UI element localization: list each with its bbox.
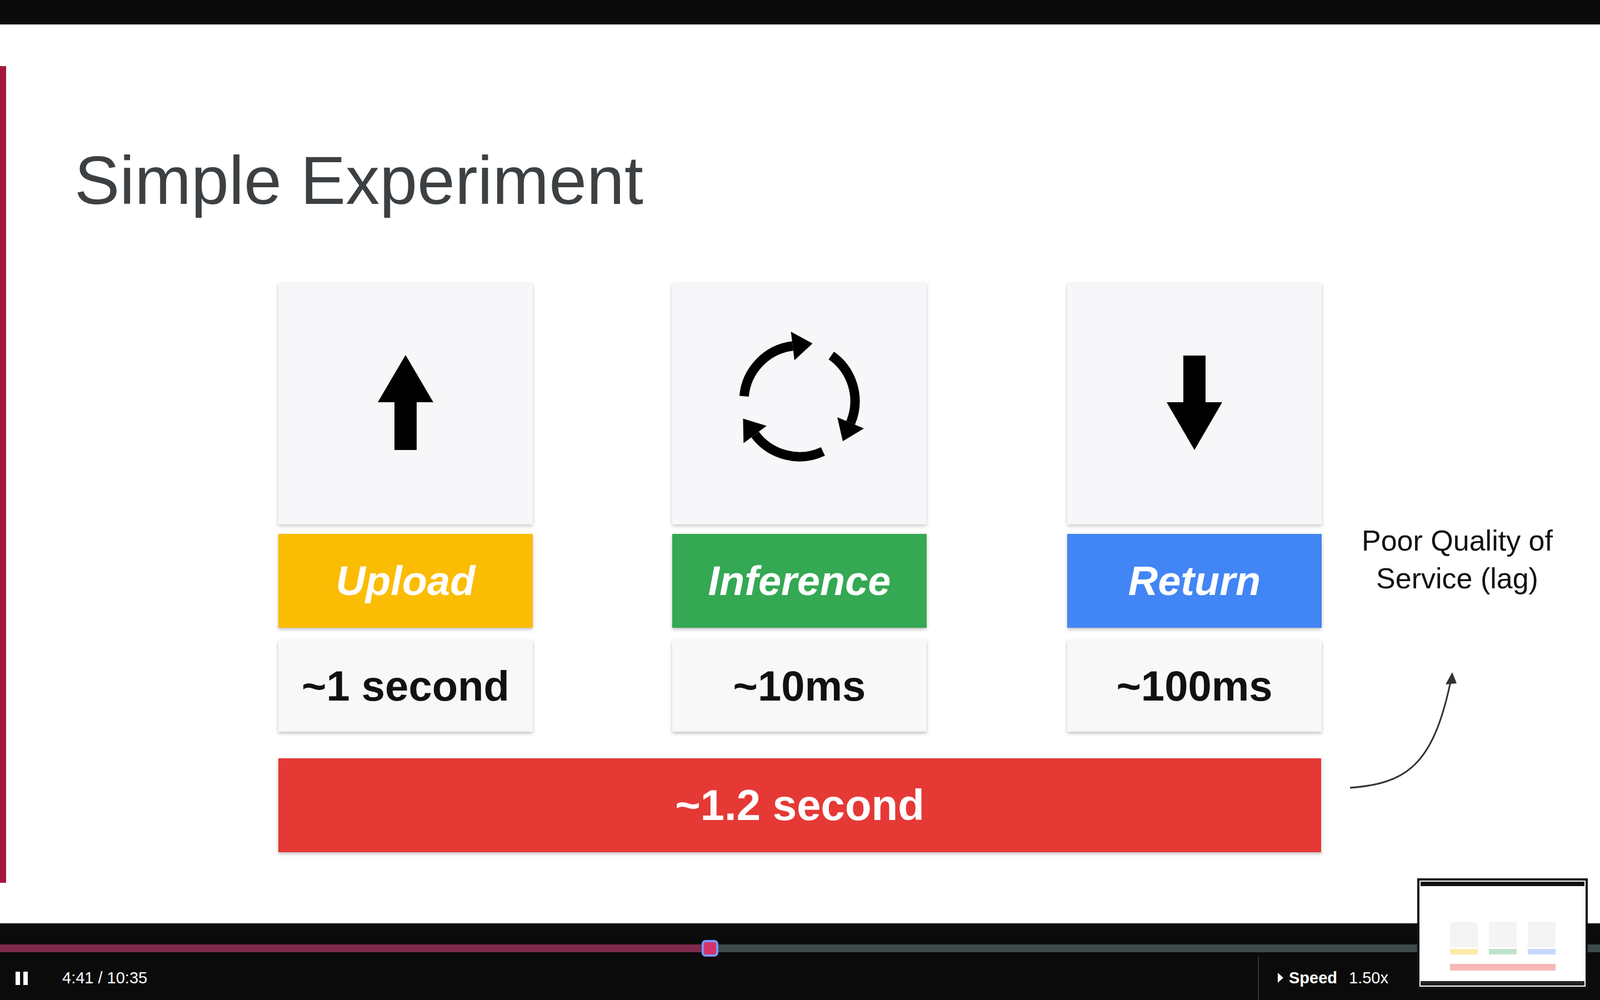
node-text: Inference (707, 557, 891, 605)
leader-line (1350, 678, 1452, 788)
node-text: ~100ms (1116, 661, 1273, 710)
speed-label: Speed (1288, 968, 1338, 988)
thumbnail-box (1488, 948, 1517, 955)
cycle-arrowhead (791, 331, 813, 361)
progress-knob (702, 941, 718, 956)
callout-note: Poor Quality of Service (lag) (1357, 522, 1558, 598)
cycle-arc (755, 434, 823, 457)
node-text: ~10ms (733, 661, 867, 710)
thumbnail-bar (1420, 981, 1585, 986)
total-band: ~1.2 second (278, 758, 1322, 853)
cycle-arc (743, 346, 793, 397)
thumbnail-box (1450, 948, 1478, 955)
progress-played (0, 944, 710, 953)
expand-triangle (1277, 972, 1284, 983)
time-box: ~1 second (278, 640, 533, 732)
thumbnail-box (1527, 922, 1556, 948)
icon-box (278, 282, 533, 525)
progress-track (0, 944, 1600, 953)
separator (1257, 956, 1259, 1000)
preview-thumbnail (1418, 879, 1587, 988)
node-text: Upload (336, 557, 476, 605)
pause-icon (23, 971, 28, 985)
thumbnail-box (1450, 963, 1556, 971)
thumbnail-box (1450, 922, 1478, 948)
accent-strip (0, 66, 7, 883)
cycle-arrowhead (837, 417, 864, 442)
stage-label: Upload (278, 533, 533, 628)
speed-value: 1.50x (1348, 968, 1389, 988)
cycle-arc (831, 355, 855, 423)
down-arrow-icon (1166, 355, 1223, 450)
leader-arrowhead (1445, 672, 1457, 685)
thumbnail-box (1488, 922, 1517, 948)
node-text: ~1 second (301, 661, 510, 710)
pause-icon (15, 971, 20, 985)
node-text: Return (1128, 557, 1261, 605)
slide-title: Simple Experiment (74, 143, 644, 218)
node-text: ~1.2 second (675, 780, 925, 831)
stage-label: Inference (672, 533, 927, 628)
up-arrow-icon (377, 355, 434, 450)
cycle-arrowhead (742, 418, 767, 443)
time-box: ~10ms (672, 640, 927, 732)
cycle-icon (742, 331, 864, 457)
player-bar (0, 923, 1600, 1000)
thumbnail-bar (1420, 881, 1585, 887)
thumbnail-box (1527, 948, 1556, 955)
time-display: 4:41 / 10:35 (62, 968, 148, 988)
icon-box (672, 282, 927, 525)
time-box: ~100ms (1067, 640, 1322, 732)
icon-box (1067, 282, 1322, 525)
top-bar (0, 0, 1600, 25)
stage-label: Return (1067, 533, 1322, 628)
